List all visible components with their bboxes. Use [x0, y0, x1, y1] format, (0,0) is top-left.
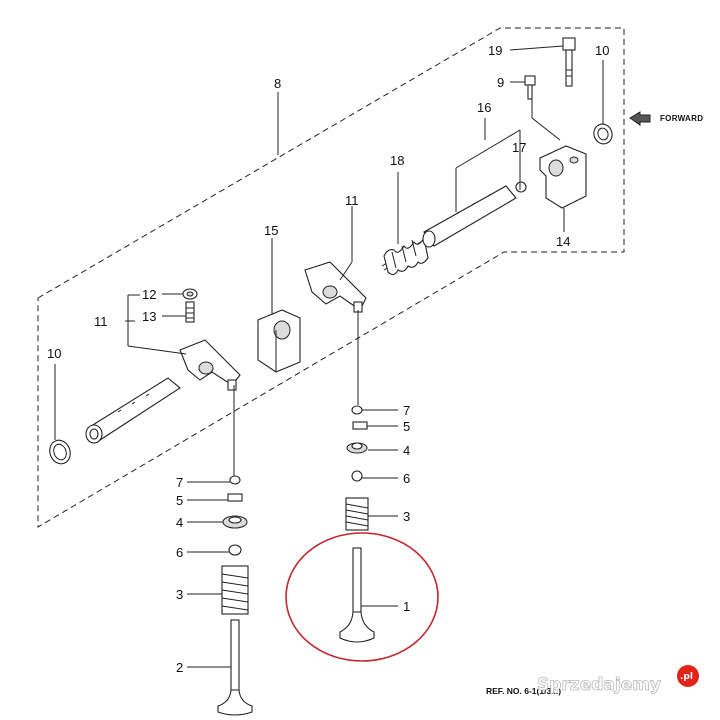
left-adjust-screw [185, 301, 195, 323]
callout-6-right: 6 [403, 471, 410, 486]
watermark-badge [677, 665, 699, 687]
support-bolt [562, 37, 576, 87]
rocker-spring [381, 236, 429, 276]
forward-label: FORWARD [660, 114, 703, 123]
callout-10-right: 10 [595, 43, 609, 58]
callout-11-right: 11 [345, 193, 359, 208]
callout-18: 18 [390, 153, 404, 168]
shaft-support [257, 309, 301, 373]
left-rocker-shaft [85, 377, 181, 444]
callout-13: 13 [142, 309, 156, 324]
callout-7-left: 7 [176, 475, 183, 490]
callout-5-right: 5 [403, 419, 410, 434]
left-rocker-arm [179, 339, 241, 391]
leader-lines [54, 45, 604, 668]
callout-14: 14 [556, 234, 570, 249]
callout-17: 17 [512, 140, 526, 155]
right-shaft-ring [593, 123, 613, 145]
callout-4-right: 4 [403, 443, 410, 458]
exhaust-valve [217, 619, 253, 716]
watermark-text: Sprzedajemy [537, 675, 661, 695]
assembly-outline [37, 27, 625, 528]
callout-3-left: 3 [176, 587, 183, 602]
callout-6-left: 6 [176, 545, 183, 560]
small-bolt [524, 75, 536, 100]
watermark-suffix: .pl [680, 672, 693, 682]
right-rocker-shaft [422, 185, 517, 248]
left-shaft-ring [49, 439, 71, 465]
intake-valve [339, 547, 375, 643]
watermark: Sprzedajemy .pl [537, 665, 699, 695]
callout-2: 2 [176, 660, 183, 675]
rocker-support [539, 145, 587, 209]
right-rocker-arm [304, 261, 367, 313]
reference-number: REF. NO. 6-1(1/3...) [486, 686, 561, 696]
forward-arrow [629, 111, 651, 126]
callout-numbers: 8 19 9 10 16 17 18 11 15 14 12 13 11 10 … [47, 43, 609, 675]
highlight-circle [285, 532, 439, 662]
callout-5-left: 5 [176, 493, 183, 508]
callout-15: 15 [264, 223, 278, 238]
shaft-plug [515, 181, 527, 193]
callout-11-left: 11 [94, 314, 108, 329]
callout-1: 1 [403, 599, 410, 614]
callout-4-left: 4 [176, 515, 183, 530]
callout-10-left: 10 [47, 346, 61, 361]
callout-12: 12 [142, 287, 156, 302]
callout-16: 16 [477, 100, 491, 115]
right-valve-stack [345, 405, 369, 531]
callout-8: 8 [274, 76, 281, 91]
left-lock-nut [182, 288, 198, 300]
callout-7-right: 7 [403, 403, 410, 418]
left-valve-stack [221, 475, 249, 615]
callout-9: 9 [497, 75, 504, 90]
callout-3-right: 3 [403, 509, 410, 524]
callout-19: 19 [488, 43, 502, 58]
